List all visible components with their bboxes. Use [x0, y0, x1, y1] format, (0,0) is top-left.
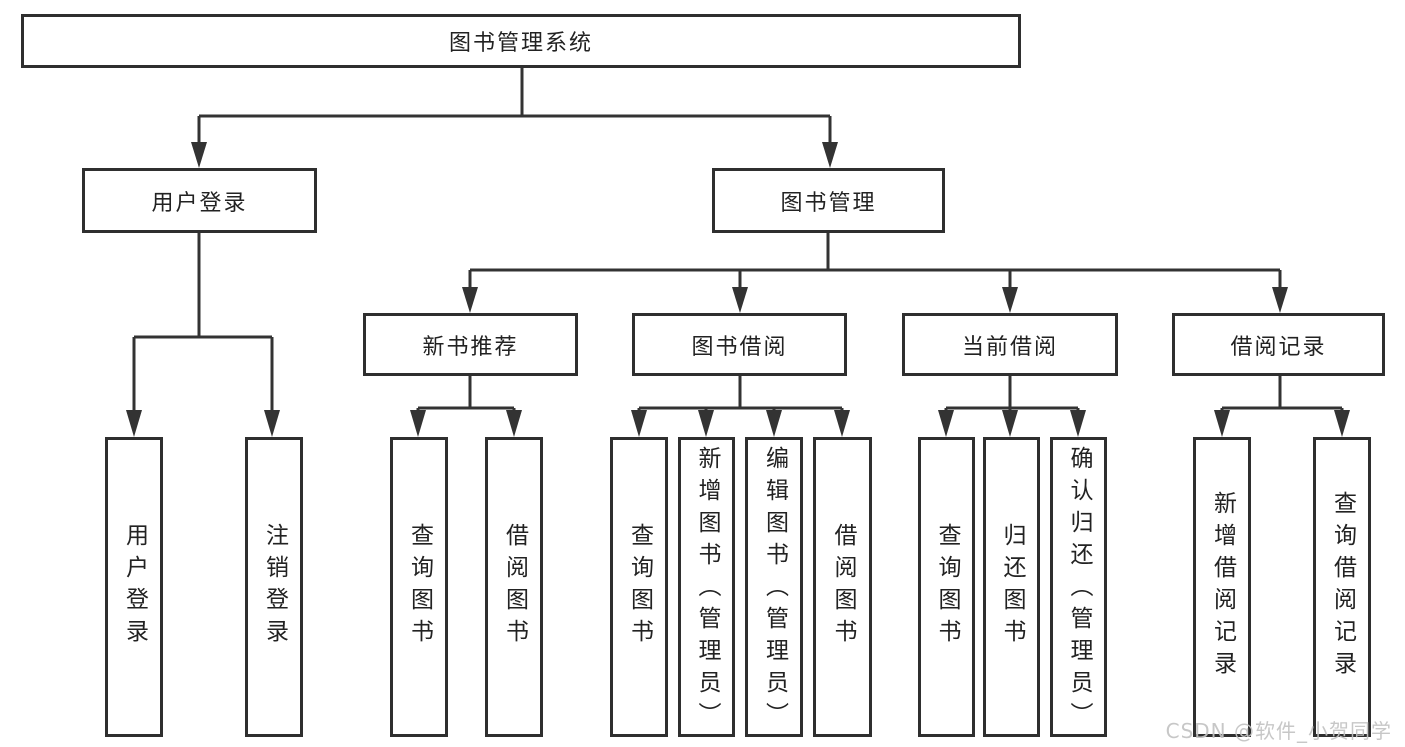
- node-label: 查询图书: [626, 523, 653, 651]
- leaf-query-books-current: 查询图书: [918, 437, 975, 737]
- node-label: 查询借阅记录: [1329, 491, 1356, 683]
- node-label: 借阅记录: [1230, 334, 1327, 360]
- node-book-borrowing: 图书借阅: [632, 313, 847, 376]
- leaf-query-borrow-record: 查询借阅记录: [1313, 437, 1371, 737]
- leaf-confirm-return-admin: 确认归还（管理员）: [1050, 437, 1107, 737]
- node-label: 查询图书: [406, 523, 433, 651]
- node-current-borrowing: 当前借阅: [902, 313, 1118, 376]
- node-label: 新增借阅记录: [1209, 491, 1236, 683]
- leaf-add-books-admin: 新增图书（管理员）: [678, 437, 735, 737]
- node-label: 新增图书（管理员）: [694, 446, 720, 734]
- leaf-return-books: 归还图书: [983, 437, 1040, 737]
- node-label: 确认归还（管理员）: [1066, 446, 1092, 734]
- leaf-query-books-borrow: 查询图书: [610, 437, 668, 737]
- node-label: 用户登录: [151, 190, 248, 216]
- watermark: CSDN @软件_小贺同学: [1165, 719, 1392, 743]
- leaf-add-borrow-record: 新增借阅记录: [1193, 437, 1251, 737]
- node-label: 图书管理系统: [448, 31, 593, 56]
- node-label: 注销登录: [261, 523, 288, 651]
- node-label: 用户登录: [121, 523, 148, 651]
- node-label: 编辑图书（管理员）: [761, 446, 788, 734]
- node-label: 归还图书: [999, 523, 1025, 651]
- leaf-user-login: 用户登录: [105, 437, 163, 737]
- leaf-edit-books-admin: 编辑图书（管理员）: [745, 437, 803, 737]
- node-label: 查询图书: [934, 523, 960, 651]
- node-label: 借阅图书: [501, 523, 528, 651]
- node-new-book-recommend: 新书推荐: [363, 313, 578, 376]
- leaf-logout: 注销登录: [245, 437, 303, 737]
- leaf-borrow-books-newbook: 借阅图书: [485, 437, 543, 737]
- node-system-root: 图书管理系统: [21, 14, 1021, 68]
- node-label: 当前借阅: [961, 334, 1058, 360]
- node-label: 新书推荐: [422, 334, 519, 360]
- node-borrowing-records: 借阅记录: [1172, 313, 1385, 376]
- node-label: 图书管理: [780, 190, 877, 216]
- node-book-management: 图书管理: [712, 168, 945, 233]
- leaf-query-books-newbook: 查询图书: [390, 437, 448, 737]
- node-user-login: 用户登录: [82, 168, 317, 233]
- node-label: 借阅图书: [830, 523, 856, 651]
- node-label: 图书借阅: [691, 334, 788, 360]
- leaf-borrow-books: 借阅图书: [813, 437, 872, 737]
